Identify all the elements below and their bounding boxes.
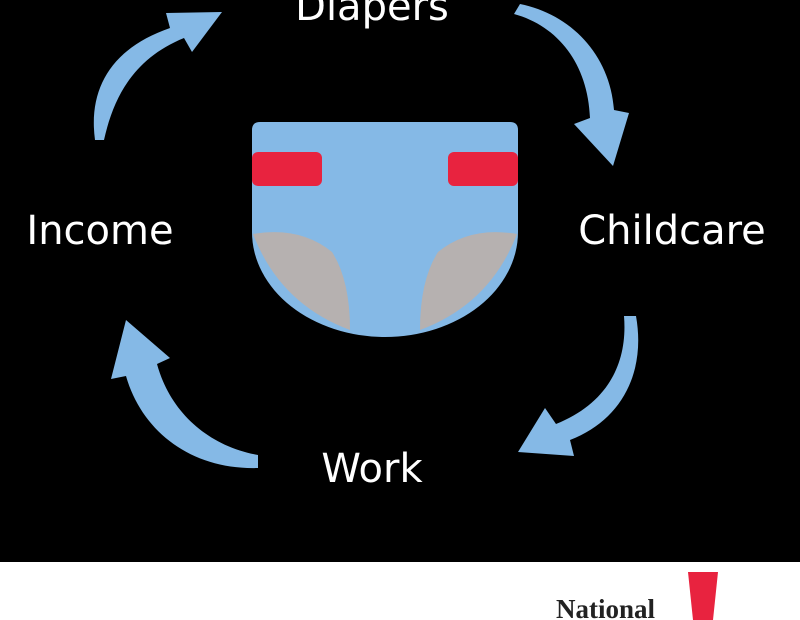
footer-band	[0, 562, 800, 620]
diaper-right-gusset	[420, 232, 517, 330]
brand-wordmark: National	[556, 594, 656, 620]
diaper-icon	[252, 122, 518, 337]
arrow-work-to-income	[111, 320, 258, 469]
label-diapers: Diapers	[295, 0, 449, 30]
label-income: Income	[26, 208, 173, 254]
diaper-cycle-diagram: Diapers Childcare Work Income	[26, 0, 766, 492]
diaper-left-gusset	[253, 232, 350, 330]
label-work: Work	[321, 446, 423, 492]
arrow-diapers-to-childcare	[514, 4, 629, 166]
label-childcare: Childcare	[578, 208, 766, 254]
arrow-income-to-diapers	[93, 12, 222, 140]
exclamation-mark-icon	[688, 572, 718, 620]
diaper-left-tab	[252, 152, 322, 186]
arrow-childcare-to-work	[518, 316, 639, 456]
diaper-right-tab	[448, 152, 518, 186]
